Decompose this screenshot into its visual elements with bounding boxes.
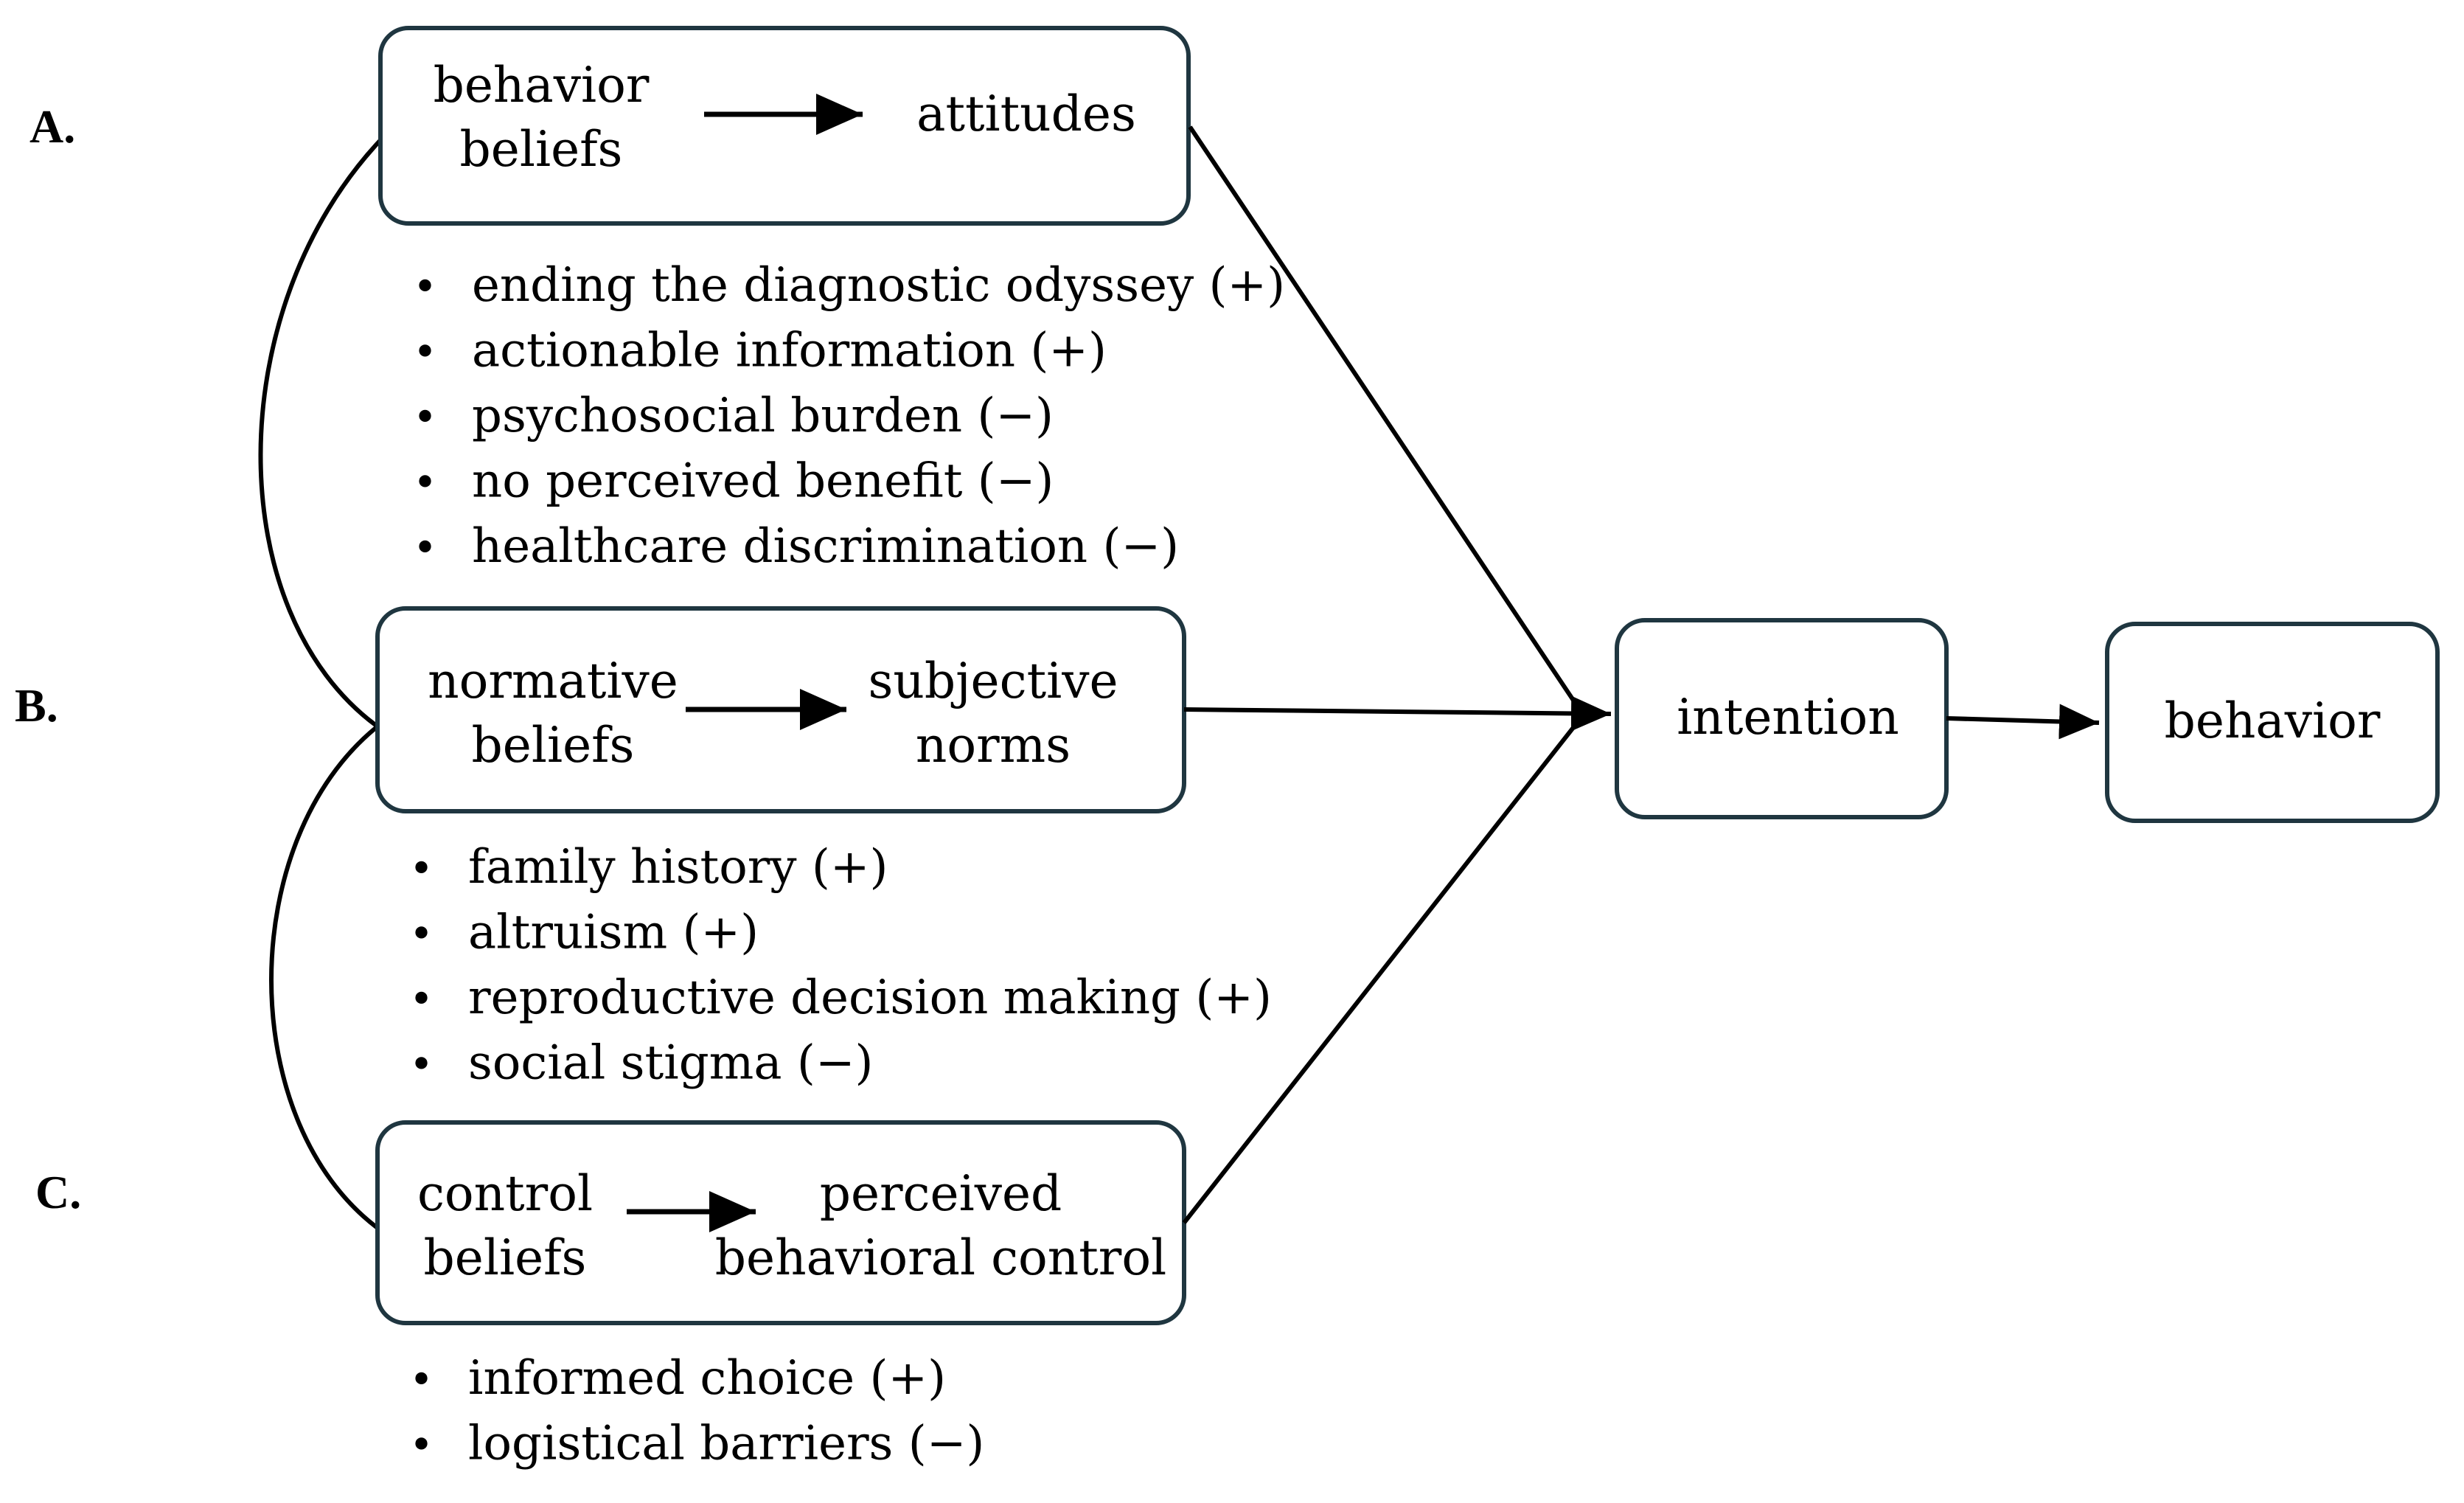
factor-bullet: • bbox=[409, 911, 434, 959]
factor-item: ending the diagnostic odyssey (+) bbox=[472, 258, 1285, 313]
factor-bullet: • bbox=[409, 1041, 434, 1089]
factor-bullet: • bbox=[413, 524, 437, 572]
a-beliefs-line2: beliefs bbox=[460, 121, 623, 178]
box-attitudes bbox=[378, 26, 1191, 226]
section-label-a: A. bbox=[29, 100, 75, 153]
factor-bullet: • bbox=[413, 459, 437, 507]
factor-bullet: • bbox=[413, 263, 437, 311]
connector-intention-behavior bbox=[1946, 704, 2100, 740]
behavior-label: behavior bbox=[2165, 693, 2381, 749]
arc-b-c bbox=[269, 724, 379, 1230]
section-label-b: B. bbox=[15, 679, 58, 732]
b-beliefs-line2: beliefs bbox=[472, 717, 635, 774]
factor-bullet: • bbox=[409, 976, 434, 1024]
factor-bullet: • bbox=[409, 845, 434, 893]
connector-a-intention bbox=[1188, 125, 1582, 712]
c-beliefs-line1: control bbox=[417, 1165, 593, 1222]
factor-bullet: • bbox=[409, 1422, 434, 1470]
box-behavior bbox=[2105, 622, 2440, 823]
factor-item: healthcare discrimination (−) bbox=[472, 519, 1179, 574]
factor-item: no perceived benefit (−) bbox=[472, 454, 1054, 509]
a-construct-line1: attitudes bbox=[916, 86, 1136, 142]
factor-item: logistical barriers (−) bbox=[468, 1417, 984, 1471]
arc-a-b bbox=[258, 138, 383, 729]
factor-list-a: • ending the diagnostic odyssey (+) • actio… bbox=[413, 258, 1285, 574]
factor-bullet: • bbox=[409, 1356, 434, 1404]
factor-item: informed choice (+) bbox=[468, 1351, 946, 1406]
factor-item: actionable information (+) bbox=[472, 324, 1107, 378]
factor-item: family history (+) bbox=[468, 840, 888, 895]
b-construct-line2: norms bbox=[916, 717, 1071, 774]
factor-item: reproductive decision making (+) bbox=[468, 971, 1272, 1025]
factor-bullet: • bbox=[413, 329, 437, 377]
b-beliefs-line1: normative bbox=[428, 653, 678, 709]
c-construct-line1: perceived bbox=[820, 1165, 1062, 1222]
factor-list-b: • family history (+) • altruism (+) • reprodu… bbox=[409, 840, 1272, 1091]
box-perceived-behavioral-control bbox=[375, 1120, 1186, 1325]
c-construct-line2: behavioral control bbox=[715, 1229, 1166, 1286]
c-beliefs-line2: beliefs bbox=[424, 1229, 587, 1286]
intention-label: intention bbox=[1677, 689, 1899, 746]
factor-list-c: • informed choice (+) • logistical barriers… bbox=[409, 1351, 984, 1471]
a-beliefs-line1: behavior bbox=[434, 57, 650, 114]
factor-bullet: • bbox=[413, 394, 437, 442]
section-label-c: C. bbox=[35, 1166, 81, 1218]
factor-item: altruism (+) bbox=[468, 906, 759, 960]
factor-item: social stigma (−) bbox=[468, 1036, 873, 1091]
b-construct-line1: subjective bbox=[868, 653, 1118, 709]
factor-item: psychosocial burden (−) bbox=[472, 389, 1054, 443]
connector-c-intention bbox=[1182, 718, 1582, 1224]
connector-b-intention bbox=[1183, 695, 1612, 732]
